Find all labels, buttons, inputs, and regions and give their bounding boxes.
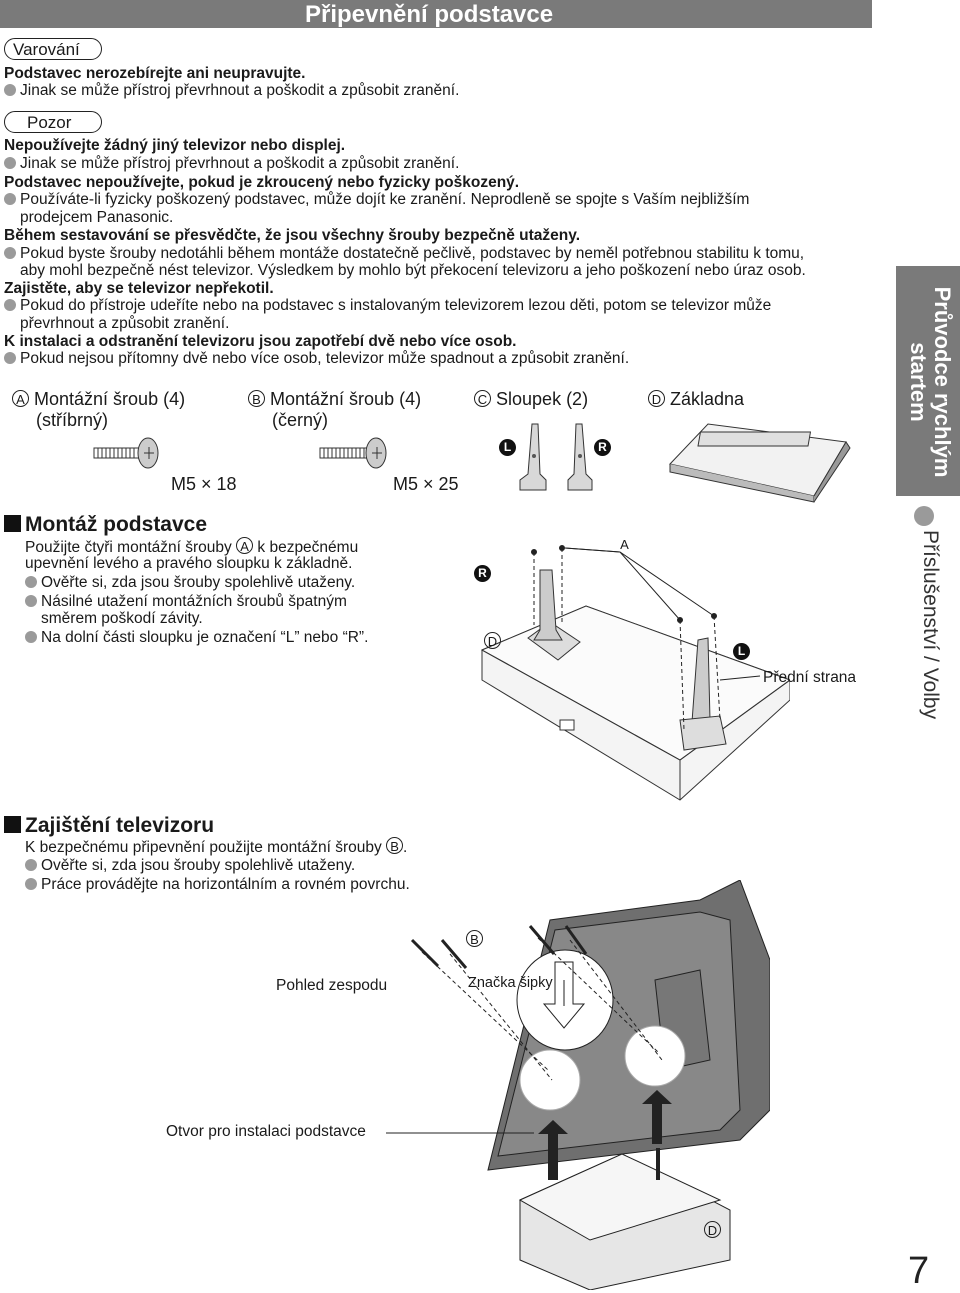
screw-a-size: M5 × 18: [171, 474, 237, 494]
caution-label: Pozor: [4, 111, 102, 133]
arrow-mark-label: Značka šipky: [468, 975, 553, 991]
part-letter-b: B: [248, 390, 265, 407]
page-number: 7: [908, 1250, 930, 1292]
caution-line-5: Během sestavování se přesvědčte, že jsou…: [4, 227, 581, 244]
bottom-view-label: Pohled zespodu: [276, 977, 388, 994]
bullet-icon: [25, 576, 37, 588]
bullet-icon: [4, 157, 16, 169]
bullet-icon: [25, 631, 37, 643]
warning-line-1: Podstavec nerozebírejte ani neupravujte.: [4, 65, 306, 82]
bullet-icon: [4, 299, 16, 311]
securing-line-2: Ověřte si, zda jsou šrouby spolehlivě ut…: [25, 857, 355, 875]
assembly-title: Montáž podstavce: [4, 513, 207, 537]
pole-r-mark: R: [594, 438, 611, 456]
letter-a-icon: A: [236, 537, 254, 554]
assembly-line-4: Na dolní části sloupku je označení “L” n…: [25, 629, 368, 647]
front-label: Přední strana: [763, 669, 857, 686]
part-c: C Sloupek (2): [474, 389, 588, 410]
leader-line: [386, 1132, 534, 1134]
caution-line-4b: prodejcem Panasonic.: [20, 209, 174, 226]
bullet-icon: [25, 859, 37, 871]
stand-hole-label: Otvor pro instalaci podstavce: [166, 1123, 366, 1140]
caution-line-10: Pokud nejsou přítomny dvě nebo více osob…: [4, 350, 629, 368]
caution-line-9: K instalaci a odstranění televizoru jsou…: [4, 333, 517, 350]
caution-line-7: Zajistěte, aby se televizor nepřekotil.: [4, 280, 274, 297]
part-letter-c: C: [474, 390, 491, 407]
side-tab: Průvodce rychlým startem: [896, 266, 960, 496]
caution-line-6: Pokud byste šrouby nedotáhli během montá…: [4, 245, 804, 263]
securing-title: Zajištění televizoru: [4, 814, 214, 838]
part-a: A Montážní šroub (4) (stříbrný): [12, 389, 185, 431]
fig-letter-a: A: [620, 537, 629, 552]
screw-b-icon: [319, 437, 387, 469]
section-square-icon: [4, 816, 21, 833]
bullet-icon: [4, 247, 16, 259]
securing-line-3: Práce provádějte na horizontálním a rovn…: [25, 876, 410, 894]
caution-line-1: Nepoužívejte žádný jiný televizor nebo d…: [4, 137, 346, 154]
part-d: D Základna: [648, 389, 744, 410]
part-letter-d: D: [648, 390, 665, 407]
assembly-line-3b: směrem poškodí závity.: [41, 610, 203, 627]
section-square-icon: [4, 515, 21, 532]
securing-line-1: K bezpečnému připevnění použijte montážn…: [25, 837, 408, 856]
warning-line-2: Jinak se může přístroj převrhnout a pošk…: [4, 82, 459, 100]
side-tab-label: Průvodce rychlým startem: [906, 286, 955, 478]
bullet-icon: [4, 352, 16, 364]
section-header: Připevnění podstavce: [0, 0, 872, 28]
fig-letter-l: L: [733, 642, 750, 660]
caution-line-2: Jinak se může přístroj převrhnout a pošk…: [4, 155, 459, 173]
fig-letter-r: R: [474, 564, 491, 582]
side-subtitle: Příslušenství / Volby: [919, 530, 942, 720]
fig-letter-d-2: D: [704, 1221, 721, 1241]
caution-line-4: Používáte-li fyzicky poškozený podstavec…: [4, 191, 749, 209]
fig-letter-b: B: [466, 930, 483, 950]
pole-l-mark: L: [499, 438, 516, 456]
caution-line-8b: převrhnout a způsobit zranění.: [20, 315, 230, 332]
assembly-diagram: [480, 545, 790, 801]
part-letter-a: A: [12, 390, 29, 407]
fig-letter-d: D: [484, 632, 501, 652]
assembly-line-2: Ověřte si, zda jsou šrouby spolehlivě ut…: [25, 574, 355, 592]
base-icon: [669, 423, 851, 503]
caution-line-3: Podstavec nepoužívejte, pokud je zkrouce…: [4, 174, 520, 191]
assembly-line-3: Násilné utažení montážních šroubů špatný…: [25, 593, 347, 611]
bullet-icon: [25, 878, 37, 890]
bullet-icon: [4, 84, 16, 96]
assembly-line-1: Použijte čtyři montážní šrouby A k bezpe…: [25, 537, 359, 556]
assembly-line-1b: upevnění levého a pravého sloupku k zákl…: [25, 555, 353, 572]
securing-diagram: [410, 880, 770, 1290]
warning-label: Varování: [4, 38, 102, 60]
pole-pair-icon: [519, 423, 593, 491]
caution-line-6b: aby mohl bezpečně nést televizor. Výsled…: [20, 262, 806, 279]
side-bullet-icon: [914, 506, 934, 526]
page-title: Připevnění podstavce: [305, 1, 554, 28]
bullet-icon: [4, 193, 16, 205]
screw-b-size: M5 × 25: [393, 474, 459, 494]
part-b: B Montážní šroub (4) (černý): [248, 389, 421, 431]
caution-line-8: Pokud do přístroje udeříte nebo na podst…: [4, 297, 771, 315]
letter-b-icon: B: [386, 837, 404, 854]
bullet-icon: [25, 595, 37, 607]
screw-a-icon: [93, 437, 159, 469]
